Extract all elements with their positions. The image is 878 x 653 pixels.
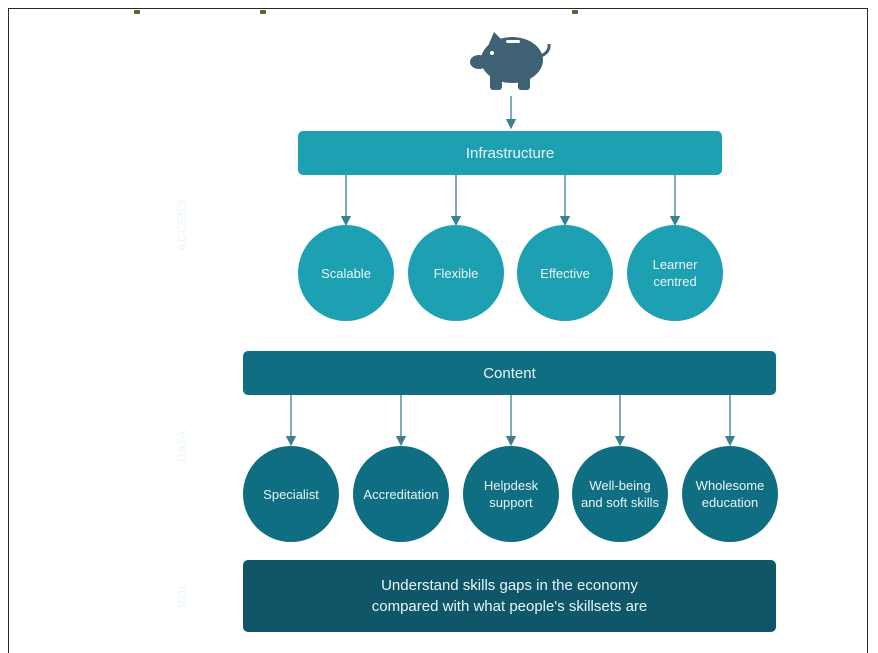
learner-centred-node: Learner centred: [627, 225, 723, 321]
wholesome-education-node: Wholesome education: [682, 446, 778, 542]
edge-mark: [572, 10, 578, 14]
accreditation-node: Accreditation: [353, 446, 449, 542]
node-label: Scalable: [321, 265, 371, 281]
node-label: Effective: [540, 265, 590, 281]
effective-node: Effective: [517, 225, 613, 321]
node-label: Well-being and soft skills: [580, 478, 660, 510]
infrastructure-bar: Infrastructure: [298, 131, 722, 175]
edge-mark: [134, 10, 140, 14]
content-title: Content: [483, 364, 536, 382]
node-label: Accreditation: [363, 486, 439, 502]
node-label: Specialist: [263, 486, 319, 502]
node-label: Learner centred: [652, 257, 698, 289]
edge-mark: [260, 10, 266, 14]
roi-text: Understand skills gaps in the economy co…: [371, 577, 648, 615]
helpdesk-support-node: Helpdesk support: [463, 446, 559, 542]
scalable-node: Scalable: [298, 225, 394, 321]
roi-bar: Understand skills gaps in the economy co…: [243, 560, 776, 632]
content-bar: Content: [243, 351, 776, 395]
flexible-node: Flexible: [408, 225, 504, 321]
node-label: Wholesome education: [695, 478, 765, 510]
specialist-node: Specialist: [243, 446, 339, 542]
wellbeing-node: Well-being and soft skills: [572, 446, 668, 542]
figure-frame: [8, 8, 868, 653]
infrastructure-title: Infrastructure: [465, 144, 555, 162]
node-label: Helpdesk support: [483, 478, 539, 510]
node-label: Flexible: [433, 265, 479, 281]
piggy-bank-icon: [470, 32, 551, 90]
